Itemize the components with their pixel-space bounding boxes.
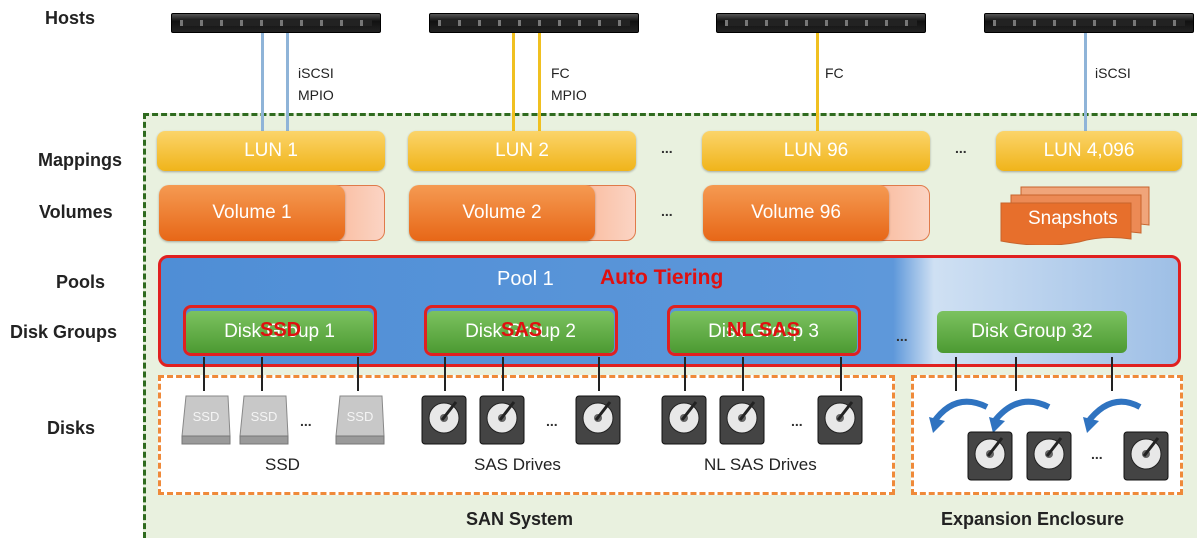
volume-1-block[interactable]: Volume 1 — [159, 185, 385, 241]
host-server-2 — [429, 13, 639, 33]
lun-1[interactable]: LUN 1 — [157, 131, 385, 171]
protocol-label-2: FC MPIO — [551, 62, 587, 106]
ssd-drive-text: SSD — [347, 409, 374, 424]
host-server-1 — [171, 13, 381, 33]
nl-sas-drive-icon — [817, 395, 863, 445]
lun-2[interactable]: LUN 2 — [408, 131, 636, 171]
row-label-volumes: Volumes — [39, 202, 113, 222]
volume-96: Volume 96 — [703, 185, 889, 241]
tier-label-nl-sas: NL SAS — [727, 319, 800, 341]
iscsi-link — [286, 33, 289, 131]
volume-ellipsis: ... — [661, 203, 673, 219]
auto-tiering-label: Auto Tiering — [600, 266, 724, 289]
nl-sas-drive-icon — [661, 395, 707, 445]
drive-connector — [203, 357, 205, 391]
protocol-label-1: iSCSI MPIO — [298, 62, 334, 106]
protocol-line: MPIO — [551, 87, 587, 103]
sas-drive-icon — [479, 395, 525, 445]
drive-connector — [502, 357, 504, 391]
fc-link — [538, 33, 541, 131]
iscsi-link — [261, 33, 264, 131]
row-label-disks: Disks — [47, 418, 96, 438]
drive-connector — [357, 357, 359, 391]
iscsi-link — [1084, 33, 1087, 131]
expansion-ellipsis: ... — [1091, 446, 1103, 462]
drive-connector — [840, 357, 842, 391]
protocol-line: iSCSI — [298, 65, 334, 81]
ssd-drive-text: SSD — [193, 409, 220, 424]
disk-group-ellipsis: ... — [896, 328, 908, 344]
row-label-mappings: Mappings — [38, 150, 122, 170]
ssd-drive-icon: SSD — [181, 395, 231, 445]
snapshots-label: Snapshots — [1028, 208, 1118, 229]
expansion-enclosure-label: Expansion Enclosure — [941, 509, 1125, 529]
nl-sas-drive-icon — [719, 395, 765, 445]
snapshots-icon[interactable] — [999, 185, 1159, 245]
drive-connector — [684, 357, 686, 391]
tier-highlight-sas — [424, 305, 618, 356]
ssd-ellipsis: ... — [300, 413, 312, 429]
disk-label-nl-sas: NL SAS Drives — [704, 455, 817, 474]
protocol-label-4: iSCSI — [1095, 65, 1131, 81]
ssd-drive-icon: SSD — [239, 395, 289, 445]
row-label-disk-groups: Disk Groups — [10, 322, 118, 342]
lun-96[interactable]: LUN 96 — [702, 131, 930, 171]
disk-label-sas: SAS Drives — [474, 455, 561, 474]
fc-link — [816, 33, 819, 131]
sas-ellipsis: ... — [546, 413, 558, 429]
drive-connector — [742, 357, 744, 391]
protocol-label-3: FC — [825, 65, 844, 81]
disk-group-3[interactable]: Disk Group 3 — [670, 311, 857, 353]
san-system-label: SAN System — [466, 509, 574, 529]
lun-ellipsis: ... — [661, 140, 673, 156]
row-label-pools: Pools — [56, 272, 106, 292]
disk-group-32[interactable]: Disk Group 32 — [937, 311, 1127, 353]
lun-4096[interactable]: LUN 4,096 — [996, 131, 1182, 171]
drive-connector — [1111, 357, 1113, 391]
nl-sas-ellipsis: ... — [791, 413, 803, 429]
drive-connector — [598, 357, 600, 391]
volume-1: Volume 1 — [159, 185, 345, 241]
tier-highlight-ssd — [183, 305, 377, 356]
fc-link — [512, 33, 515, 131]
drive-connector — [955, 357, 957, 391]
volume-2-block[interactable]: Volume 2 — [409, 185, 636, 241]
lun-ellipsis: ... — [955, 140, 967, 156]
ssd-drive-icon: SSD — [335, 395, 385, 445]
expansion-drive-icon — [1123, 431, 1169, 481]
tier-label-ssd: SSD — [260, 319, 302, 341]
sas-drive-icon — [575, 395, 621, 445]
drive-connector — [261, 357, 263, 391]
pool-title: Pool 1 — [497, 268, 554, 290]
tier-highlight-nl-sas — [667, 305, 861, 356]
disk-group-2[interactable]: Disk Group 2 — [427, 311, 614, 353]
host-server-3 — [716, 13, 926, 33]
disk-group-1[interactable]: Disk Group 1 — [186, 311, 373, 353]
expansion-drive-icon — [967, 431, 1013, 481]
row-label-hosts: Hosts — [45, 8, 96, 28]
expansion-arrows-icon — [929, 398, 1142, 433]
drive-connector — [1015, 357, 1017, 391]
sas-drive-icon — [421, 395, 467, 445]
tier-label-sas: SAS — [501, 319, 543, 341]
ssd-drive-text: SSD — [251, 409, 278, 424]
volume-96-block[interactable]: Volume 96 — [703, 185, 930, 241]
volume-2: Volume 2 — [409, 185, 595, 241]
disk-label-ssd: SSD — [265, 455, 300, 474]
host-server-4 — [984, 13, 1194, 33]
drive-connector — [444, 357, 446, 391]
expansion-drive-icon — [1026, 431, 1072, 481]
protocol-line: FC — [551, 65, 570, 81]
protocol-line: MPIO — [298, 87, 334, 103]
